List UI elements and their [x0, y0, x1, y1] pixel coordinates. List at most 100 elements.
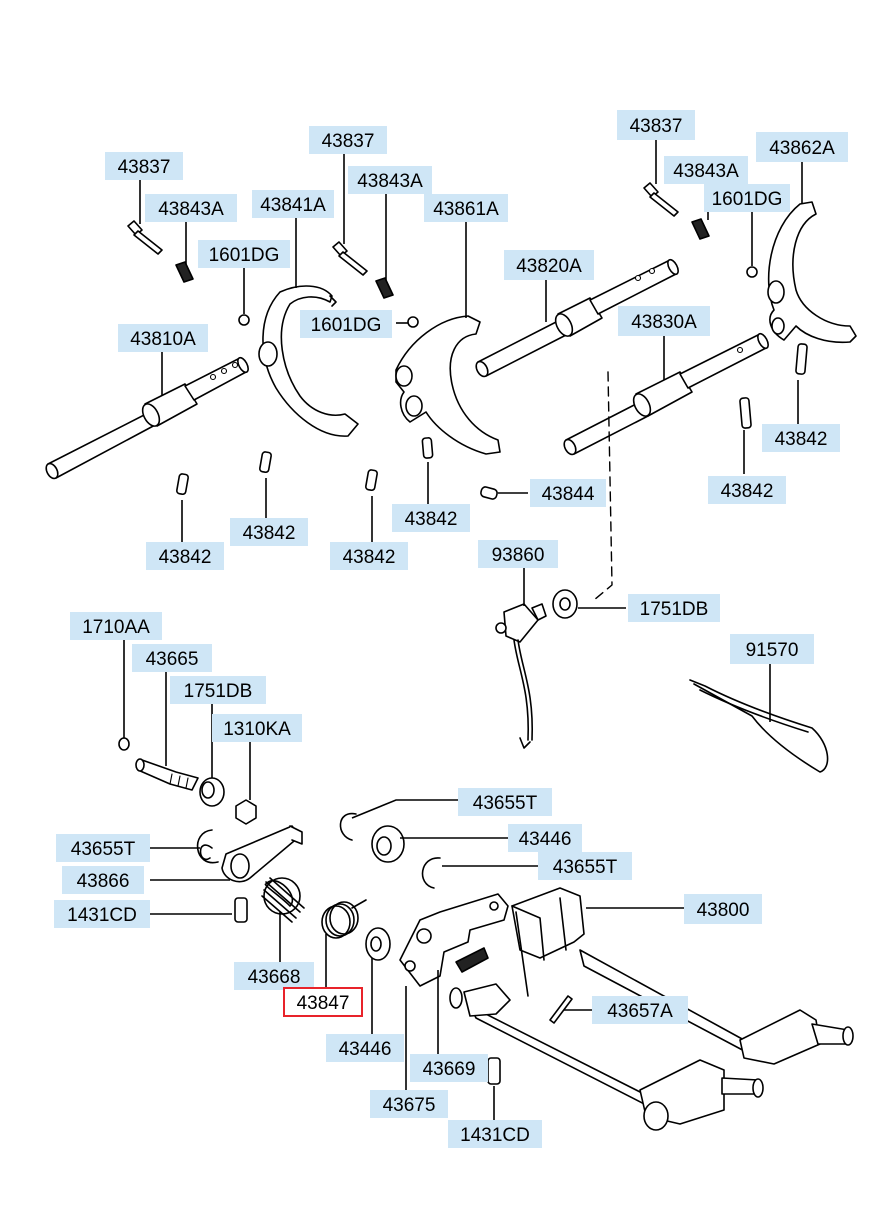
callout-c39[interactable]: 43655T [458, 788, 552, 816]
callout-c20[interactable]: 43830A [618, 306, 710, 336]
pin-43665 [135, 758, 199, 791]
svg-text:43837: 43837 [322, 131, 375, 152]
ball-1601DG-middle [407, 316, 419, 328]
callout-c5[interactable]: 43810A [118, 324, 208, 352]
svg-text:43800: 43800 [697, 900, 750, 921]
callout-c33[interactable]: 43668 [234, 962, 314, 990]
svg-text:1310KA: 1310KA [223, 719, 291, 740]
washer-43446-upper [371, 825, 405, 863]
ball-1601DG-right [746, 266, 758, 278]
callout-c18[interactable]: 43862A [756, 132, 848, 162]
callout-c25[interactable]: 91570 [730, 634, 814, 664]
callout-c37[interactable]: 43669 [410, 1054, 488, 1082]
callout-c24[interactable]: 1751DB [628, 594, 720, 622]
callout-c22[interactable]: 43842 [708, 476, 786, 504]
svg-text:43669: 43669 [423, 1059, 476, 1080]
callout-c11[interactable]: 43861A [424, 194, 508, 222]
callout-c30[interactable]: 43655T [56, 834, 150, 862]
cable-91570 [689, 679, 829, 773]
callout-c1[interactable]: 43837 [105, 152, 183, 180]
svg-text:43843A: 43843A [673, 161, 739, 182]
svg-text:43862A: 43862A [769, 138, 835, 159]
svg-text:43844: 43844 [542, 484, 595, 505]
svg-text:43843A: 43843A [158, 199, 224, 220]
callout-c15[interactable]: 43844 [530, 479, 606, 507]
callout-c40[interactable]: 43446 [508, 824, 582, 852]
ring-1710AA [118, 737, 130, 751]
callout-c19[interactable]: 1601DG [704, 184, 790, 212]
callout-c41[interactable]: 43655T [538, 852, 632, 880]
svg-text:43866: 43866 [77, 871, 130, 892]
pin-43842-c [364, 469, 378, 492]
callout-c13[interactable]: 43842 [392, 504, 470, 532]
callout-c35[interactable]: 43446 [326, 1034, 404, 1062]
svg-text:1710AA: 1710AA [82, 617, 150, 638]
callout-c3[interactable]: 43841A [252, 190, 334, 218]
callout-c43[interactable]: 43657A [592, 996, 688, 1024]
svg-text:43810A: 43810A [130, 329, 196, 350]
callout-c21[interactable]: 43842 [762, 424, 840, 452]
svg-text:43847: 43847 [297, 993, 350, 1014]
svg-text:43842: 43842 [243, 523, 296, 544]
svg-text:43842: 43842 [775, 429, 828, 450]
callout-c6[interactable]: 43842 [146, 542, 224, 570]
svg-text:43655T: 43655T [473, 793, 538, 814]
bolt-43837-left [127, 220, 163, 255]
shift-rod-43820A [475, 258, 679, 378]
callout-labels: 43837 43843A 43841A 1601DG 43810A 43842 … [54, 110, 848, 1148]
ball-1601DG-left [238, 314, 250, 326]
svg-text:43837: 43837 [630, 116, 683, 137]
svg-text:43820A: 43820A [516, 256, 582, 277]
callout-c10[interactable]: 1601DG [300, 310, 392, 338]
pin-1431CD-lower [487, 1057, 501, 1085]
svg-text:43842: 43842 [721, 481, 774, 502]
pin-43657A [549, 995, 573, 1024]
callout-c38[interactable]: 1431CD [448, 1120, 542, 1148]
callout-c36[interactable]: 43675 [370, 1090, 448, 1118]
svg-text:1751DB: 1751DB [640, 599, 709, 620]
svg-text:93860: 93860 [492, 545, 545, 566]
svg-text:43446: 43446 [339, 1039, 392, 1060]
spring-43843A-middle [375, 277, 394, 299]
pin-1431CD-left [234, 897, 248, 923]
callout-c9[interactable]: 43843A [348, 166, 432, 194]
callout-c23[interactable]: 93860 [478, 540, 558, 568]
svg-text:43861A: 43861A [433, 199, 499, 220]
callout-c17[interactable]: 43843A [664, 156, 748, 184]
svg-text:43657A: 43657A [607, 1001, 673, 1022]
pin-43842-a [175, 473, 189, 496]
callout-c16[interactable]: 43837 [617, 110, 695, 140]
pin-43842-f [795, 343, 808, 375]
callout-c32[interactable]: 1431CD [54, 900, 150, 928]
callout-c29[interactable]: 1310KA [212, 714, 302, 742]
callout-c28[interactable]: 1751DB [170, 676, 266, 704]
svg-text:43842: 43842 [343, 547, 396, 568]
switch-93860 [495, 603, 547, 749]
callout-c42[interactable]: 43800 [684, 894, 762, 924]
callout-c12[interactable]: 43842 [330, 542, 408, 570]
svg-text:1601DG: 1601DG [209, 245, 280, 266]
plate-43675 [399, 893, 509, 987]
pin-43844 [480, 486, 498, 500]
svg-text:43830A: 43830A [631, 312, 697, 333]
svg-text:1431CD: 1431CD [67, 905, 137, 926]
washer-43446-lower [365, 927, 391, 961]
callout-c14[interactable]: 43820A [504, 250, 594, 280]
callout-c8[interactable]: 43837 [309, 126, 387, 154]
callout-c34[interactable]: 43847 [283, 987, 363, 1017]
shift-fork-43861A [395, 315, 501, 455]
callout-c2[interactable]: 43843A [145, 194, 237, 222]
svg-text:43675: 43675 [383, 1095, 436, 1116]
callout-c31[interactable]: 43866 [62, 866, 144, 894]
svg-text:43655T: 43655T [553, 857, 618, 878]
svg-text:1601DG: 1601DG [311, 315, 382, 336]
callout-c27[interactable]: 43665 [132, 644, 212, 672]
callout-c26[interactable]: 1710AA [70, 612, 162, 640]
svg-text:43842: 43842 [159, 547, 212, 568]
nut-1310KA [235, 799, 257, 825]
callout-c4[interactable]: 1601DG [198, 240, 290, 268]
spring-43668 [261, 877, 305, 923]
shift-rod-43810A [45, 356, 249, 480]
torsion-spring-43847 [321, 899, 367, 939]
callout-c7[interactable]: 43842 [230, 518, 308, 546]
